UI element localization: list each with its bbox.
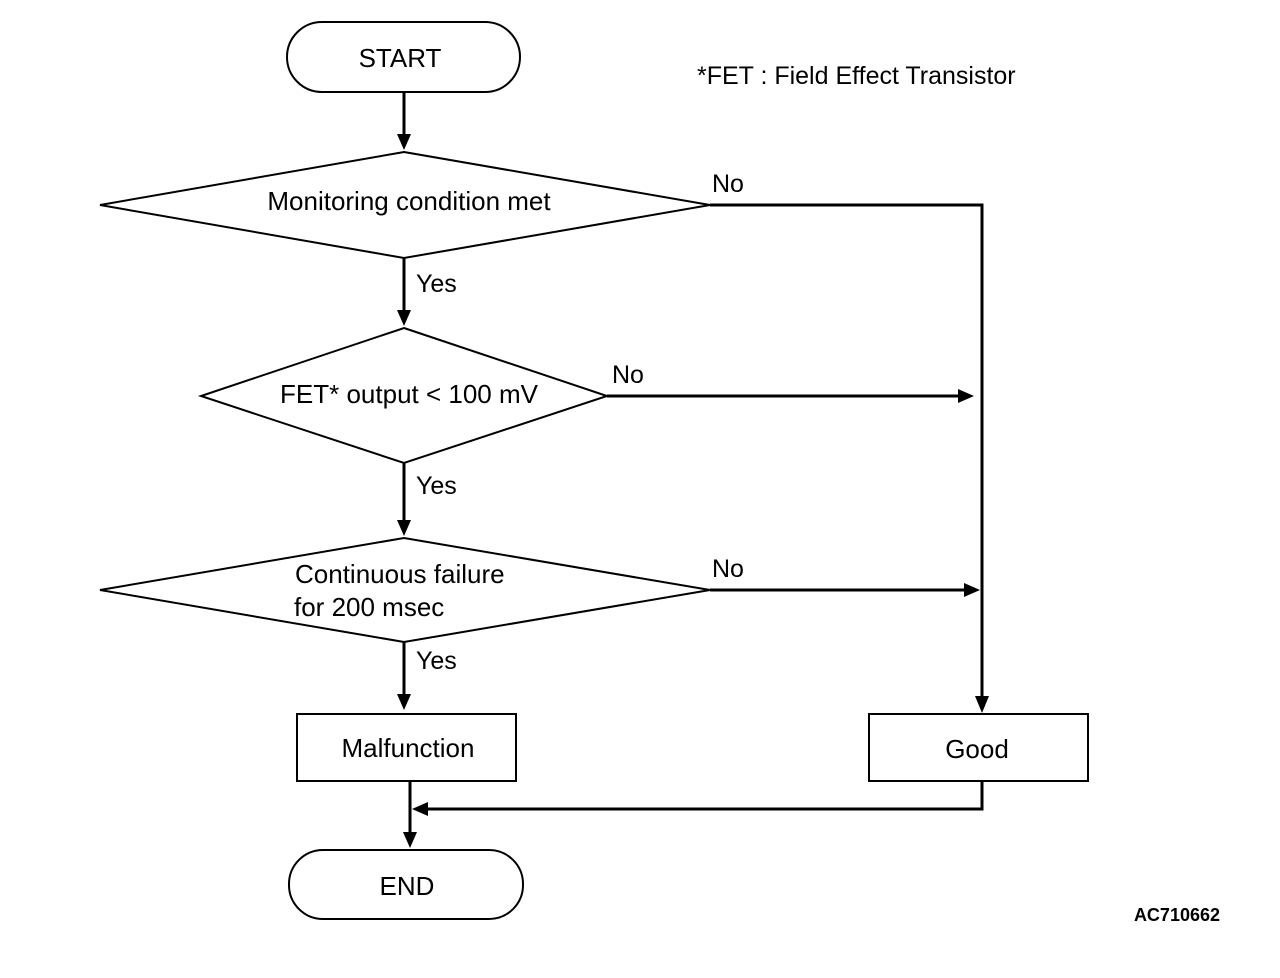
fet-footnote: *FET : Field Effect Transistor — [697, 62, 1016, 90]
good-label: Good — [945, 734, 1009, 764]
end-terminal — [288, 849, 524, 920]
connector-d1-no — [710, 203, 984, 698]
decision3-label-line1: Continuous failure — [295, 559, 505, 589]
decision2-label: FET* output < 100 mV — [280, 379, 539, 409]
d1-no-label: No — [712, 170, 744, 198]
figure-code: AC710662 — [1134, 905, 1220, 925]
good-box — [868, 713, 1089, 782]
start-label: START — [359, 43, 442, 73]
arrowhead-end — [403, 832, 417, 848]
d3-yes-label: Yes — [416, 647, 457, 675]
arrowhead-merge — [412, 802, 428, 816]
end-label: END — [380, 871, 435, 901]
decision-continuous-failure — [99, 536, 711, 644]
arrowhead-d2-d3 — [397, 520, 411, 536]
arrowhead-d3-malfunction — [397, 694, 411, 710]
d2-no-label: No — [612, 361, 644, 389]
arrowhead-to-good — [975, 696, 989, 713]
decision3-label-line2: for 200 msec — [294, 592, 444, 622]
malfunction-box — [296, 713, 517, 782]
arrowhead-d3-no — [964, 583, 980, 597]
arrowhead-start-d1 — [397, 134, 411, 150]
malfunction-label: Malfunction — [342, 733, 475, 763]
connector-good-merge — [426, 781, 984, 811]
arrowhead-d1-d2 — [397, 310, 411, 326]
arrowhead-d2-no — [958, 389, 974, 403]
d3-no-label: No — [712, 555, 744, 583]
decision1-label: Monitoring condition met — [267, 186, 551, 216]
d2-yes-label: Yes — [416, 472, 457, 500]
d1-yes-label: Yes — [416, 270, 457, 298]
